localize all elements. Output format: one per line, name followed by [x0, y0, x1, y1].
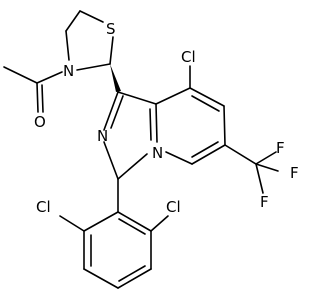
atom-label-n-imidazole: N — [97, 127, 108, 145]
bond-c8-c7-double — [191, 95, 220, 112]
bond-carbonyl-o-double — [41, 84, 44, 113]
bond-carbonyl-n — [36, 71, 63, 84]
bond-methyl-carbonyl — [3, 66, 38, 84]
bond-c4-n — [65, 30, 70, 61]
bond-carbonyl-o — [36, 82, 39, 113]
bond-cf3-f3 — [255, 163, 264, 194]
atom-label-cl-phenyl-left: Cl — [36, 198, 51, 216]
bond-ph2-cl — [59, 215, 85, 232]
molecule-structure: S N O Cl N N F F F Cl Cl — [3, 10, 299, 289]
bond-c6-cf3 — [224, 144, 257, 165]
bond-c2-s — [109, 36, 114, 65]
atom-label-cl-phenyl-right: Cl — [166, 198, 181, 216]
bond-ph6-ph1 — [117, 211, 152, 232]
bond-c6-c5 — [191, 144, 226, 165]
atom-label-f2: F — [290, 164, 299, 182]
bond-ph6-cl — [150, 215, 169, 232]
bond-c1-n2-double — [110, 95, 124, 129]
bond-ph4-ph5-double — [118, 265, 146, 282]
atom-label-s: S — [106, 20, 116, 38]
bond-cf3-f2 — [255, 163, 279, 172]
bond-c1-c8a — [117, 91, 157, 105]
bond-c7-c6 — [223, 105, 226, 146]
atom-label-f3: F — [260, 193, 269, 211]
bond-n4-c8a — [155, 103, 158, 143]
bond-n4-c8a-inner — [149, 108, 152, 141]
wedge-bond-stereocenter — [110, 64, 121, 92]
bond-c8a-c8 — [155, 87, 191, 105]
atom-label-o: O — [34, 113, 46, 131]
bond-ph3-ph4 — [83, 268, 119, 289]
bond-s-c5 — [79, 10, 104, 23]
bond-c8-c7 — [189, 87, 225, 107]
atom-label-cl-pyridine: Cl — [181, 48, 196, 66]
bond-ph4-ph5 — [117, 268, 152, 289]
bond-c3-n4 — [117, 153, 148, 180]
bond-n-c2 — [76, 63, 111, 71]
atom-label-n-thiazolidine: N — [63, 62, 74, 80]
bond-c1-n2 — [103, 91, 119, 131]
atom-label-f1: F — [276, 139, 285, 157]
bond-c5-c4 — [65, 10, 81, 32]
bond-cf3-f1 — [255, 151, 277, 165]
bond-ph1-ph2 — [83, 211, 119, 232]
bond-c5-n4 — [165, 151, 193, 165]
bond-ph6-ph1-double — [118, 218, 146, 235]
bond-n2-c3 — [103, 141, 119, 180]
bond-c6-c5-double — [191, 141, 219, 158]
atom-label-n-bridge: N — [152, 144, 163, 162]
